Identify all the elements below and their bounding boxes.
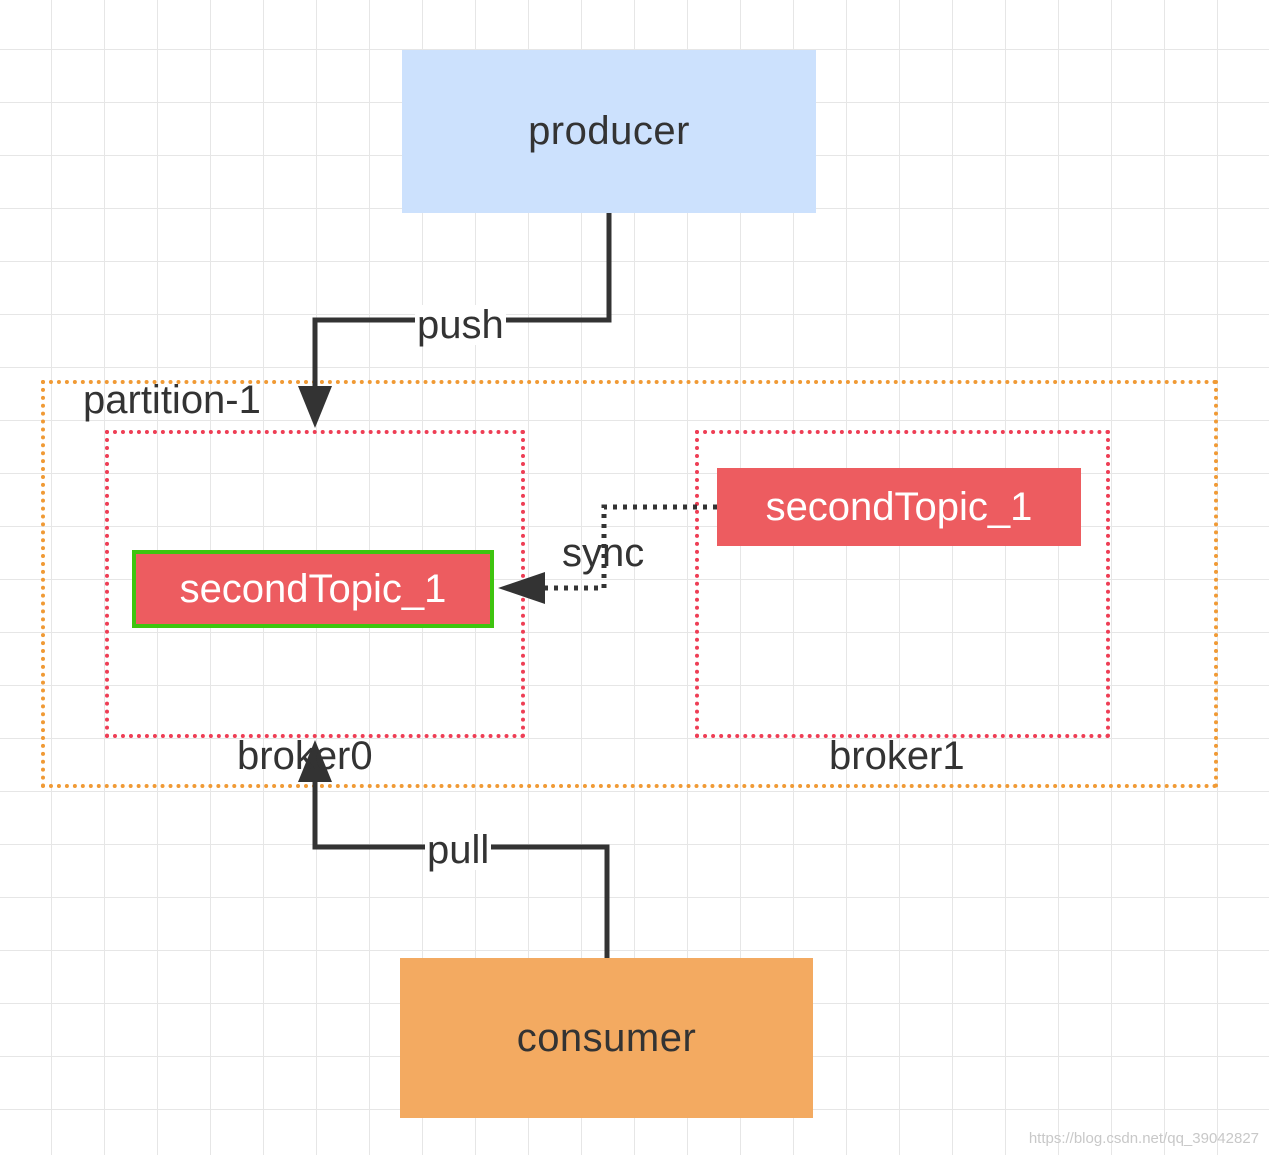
broker0-topic-leader[interactable]: secondTopic_1 <box>132 550 494 628</box>
push-edge <box>312 213 612 390</box>
producer-node[interactable]: producer <box>402 50 816 213</box>
sync-label: sync <box>562 531 645 575</box>
partition-label: partition-1 <box>83 378 261 422</box>
consumer-node[interactable]: consumer <box>400 958 813 1118</box>
broker1-topic-replica[interactable]: secondTopic_1 <box>717 468 1081 546</box>
broker1-topic-label: secondTopic_1 <box>765 484 1033 529</box>
sync-arrowhead <box>498 572 545 604</box>
partition-container <box>41 380 1218 788</box>
push-label: push <box>415 303 506 347</box>
broker1-container <box>695 430 1110 738</box>
broker1-label: broker1 <box>829 734 965 778</box>
pull-arrowhead <box>298 740 332 782</box>
broker0-label: broker0 <box>237 734 373 778</box>
consumer-label: consumer <box>516 1015 697 1060</box>
push-arrowhead <box>298 386 332 428</box>
sync-edge <box>545 504 717 591</box>
pull-label: pull <box>425 828 492 872</box>
producer-label: producer <box>528 109 690 153</box>
watermark: https://blog.csdn.net/qq_39042827 <box>1028 1130 1259 1147</box>
broker0-topic-label: secondTopic_1 <box>179 566 447 611</box>
